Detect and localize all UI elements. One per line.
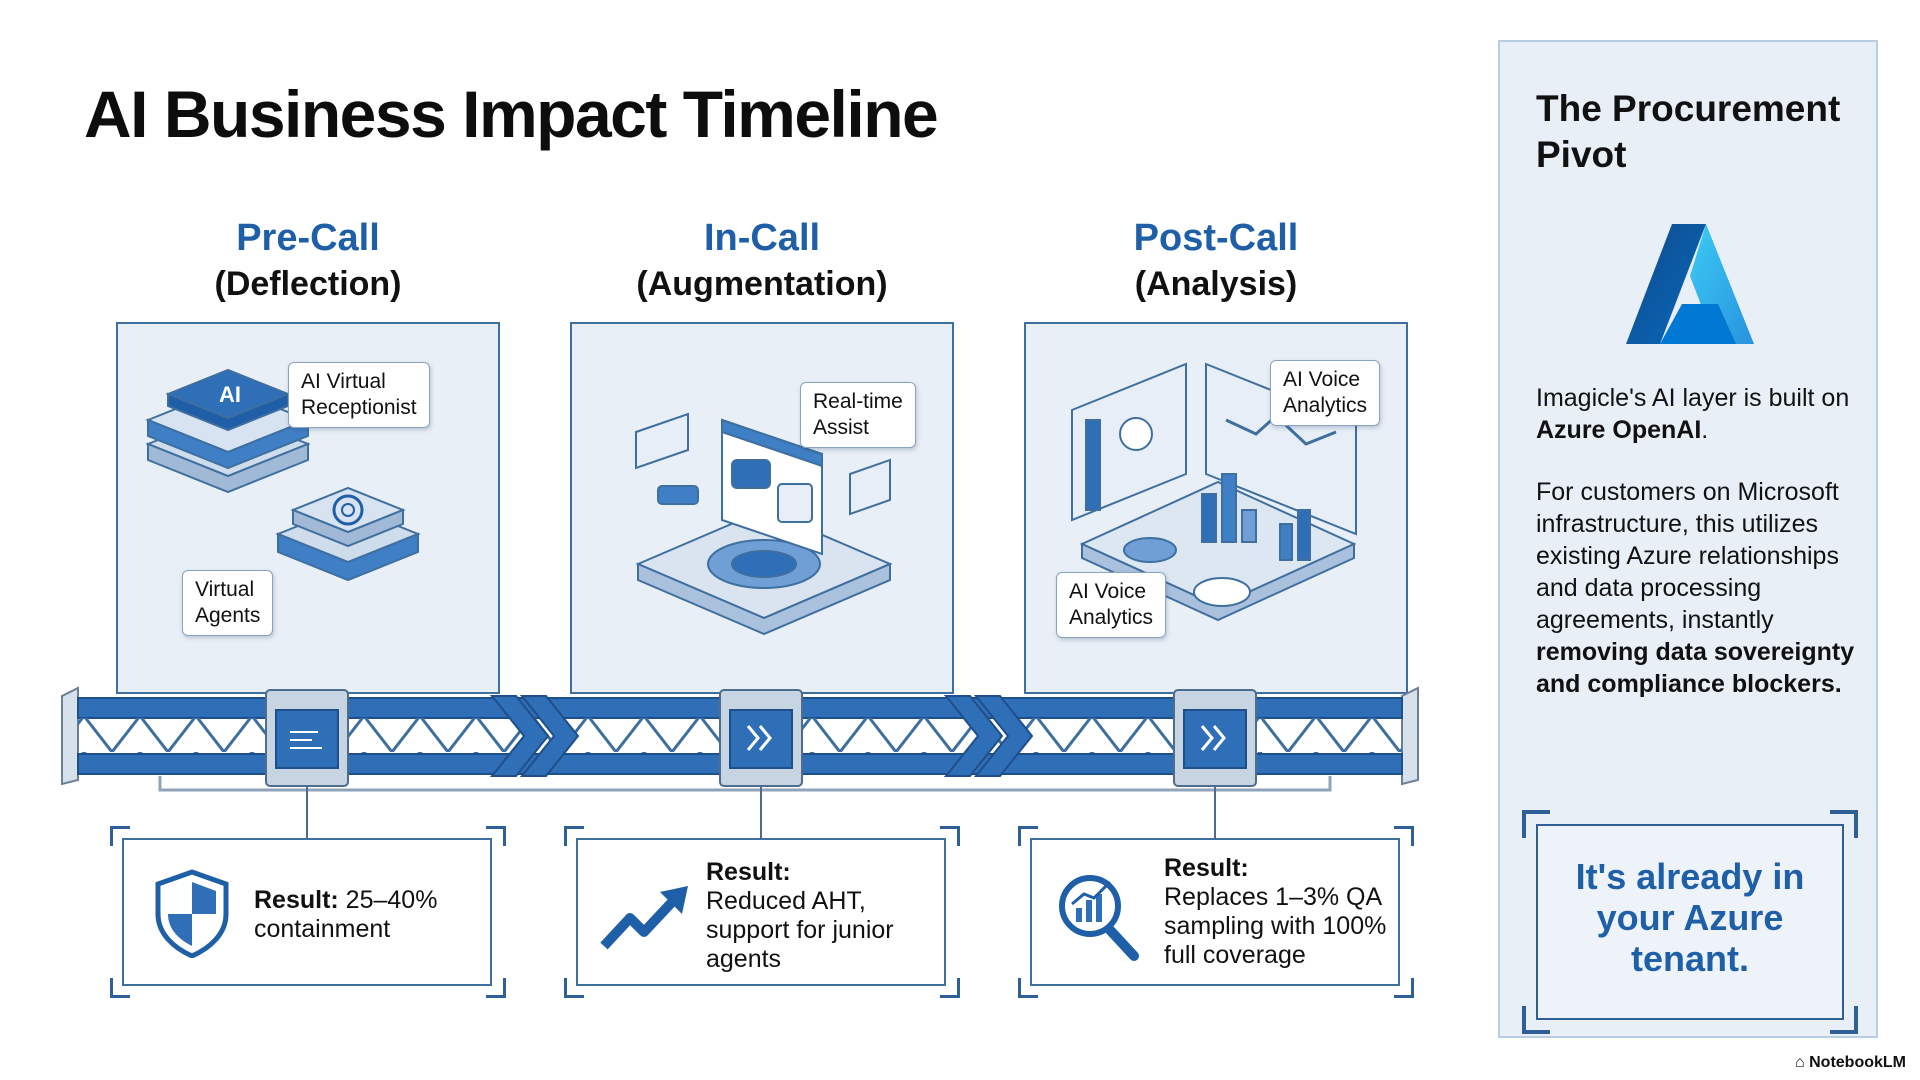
- connector-line: [306, 796, 308, 840]
- corner-bracket: [1394, 826, 1414, 846]
- trend-up-icon: [600, 886, 688, 950]
- phase-name: Pre-Call: [236, 217, 380, 259]
- phase-subtitle: (Analysis): [1134, 265, 1298, 303]
- procurement-pivot-sidebar: The Procurement Pivot Imagicle's AI laye…: [1498, 40, 1878, 1038]
- corner-bracket: [1522, 1006, 1550, 1034]
- callout-virtual-agents: Virtual Agents: [182, 570, 274, 636]
- notebooklm-icon: ⌂: [1795, 1054, 1810, 1071]
- server-stack-illustration: AI: [145, 368, 421, 582]
- text-segment-bold: Azure OpenAI: [1536, 416, 1702, 444]
- brand-text: NotebookLM: [1809, 1054, 1906, 1071]
- pre-call-illustration-panel: AI AI Virtual Receptionist Virtual Agent…: [116, 322, 500, 694]
- corner-bracket: [1830, 1006, 1858, 1034]
- node-post-call: [1173, 689, 1257, 787]
- callout-ai-virtual-receptionist: AI Virtual Receptionist: [288, 362, 430, 428]
- sidebar-paragraph-1: Imagicle's AI layer is built on Azure Op…: [1536, 382, 1866, 446]
- corner-bracket: [486, 826, 506, 846]
- result-label: Result:: [1164, 854, 1249, 882]
- result-card-pre-call: Result: 25–40% containment: [122, 838, 492, 986]
- phase-name: In-Call: [703, 217, 821, 259]
- corner-bracket: [110, 978, 130, 998]
- node-pre-call: [265, 689, 349, 787]
- connector-line: [760, 796, 762, 840]
- callout-ai-voice-analytics-bottom: AI Voice Analytics: [1056, 572, 1167, 638]
- result-card-in-call: Result:Reduced AHT, support for junior a…: [576, 838, 946, 986]
- notebooklm-watermark: ⌂ NotebookLM: [1795, 1054, 1906, 1072]
- svg-text:AI: AI: [219, 382, 241, 407]
- corner-bracket: [1018, 978, 1038, 998]
- corner-bracket: [564, 826, 584, 846]
- post-call-illustration-panel: AI Voice Analytics AI Voice Analytics: [1024, 322, 1408, 694]
- sidebar-paragraph-2: For customers on Microsoft infrastructur…: [1536, 476, 1866, 700]
- result-text: Result:Replaces 1–3% QA sampling with 10…: [1164, 854, 1396, 970]
- corner-bracket: [1394, 978, 1414, 998]
- corner-bracket: [940, 978, 960, 998]
- phase-header-in-call: In-Call (Augmentation): [552, 216, 972, 306]
- corner-bracket: [564, 978, 584, 998]
- text-segment: Imagicle's AI layer is built on: [1536, 384, 1850, 412]
- callout-ai-voice-analytics-top: AI Voice Analytics: [1270, 360, 1381, 426]
- corner-bracket: [940, 826, 960, 846]
- realtime-assist-illustration: [635, 412, 893, 636]
- chevron-arrow-icon: [489, 695, 1034, 777]
- result-label: Result:: [706, 858, 791, 886]
- azure-logo: [1626, 224, 1754, 344]
- result-value: Reduced AHT, support for junior agents: [706, 887, 894, 973]
- result-text: Result:Reduced AHT, support for junior a…: [706, 858, 936, 974]
- phase-subtitle: (Deflection): [214, 265, 402, 303]
- text-segment-bold: removing data sovereignty and compliance…: [1536, 638, 1855, 698]
- timeline-rail: [61, 686, 1419, 800]
- phase-name: Post-Call: [1133, 217, 1299, 259]
- text-segment: For customers on Microsoft infrastructur…: [1536, 478, 1839, 634]
- callout-real-time-assist: Real-time Assist: [800, 382, 916, 448]
- sidebar-title: The Procurement Pivot: [1536, 88, 1841, 175]
- result-label: Result:: [254, 886, 339, 914]
- corner-bracket: [1830, 810, 1858, 838]
- azure-tenant-text: It's already in your Azure tenant.: [1575, 856, 1805, 979]
- corner-bracket: [486, 978, 506, 998]
- connector-line: [1214, 796, 1216, 840]
- corner-bracket: [110, 826, 130, 846]
- text-segment: .: [1701, 416, 1709, 444]
- phase-subtitle: (Augmentation): [636, 265, 888, 303]
- shield-icon: [155, 869, 229, 958]
- azure-tenant-callout: It's already in your Azure tenant.: [1536, 824, 1844, 1020]
- magnifier-chart-icon: [1059, 875, 1139, 961]
- corner-bracket: [1018, 826, 1038, 846]
- corner-bracket: [1522, 810, 1550, 838]
- in-call-illustration-panel: Real-time Assist: [570, 322, 954, 694]
- result-value: 25–40% containment: [254, 886, 438, 943]
- result-card-post-call: Result:Replaces 1–3% QA sampling with 10…: [1030, 838, 1400, 986]
- result-value: Replaces 1–3% QA sampling with 100% full…: [1164, 883, 1387, 969]
- page-title: AI Business Impact Timeline: [84, 77, 939, 151]
- phase-header-pre-call: Pre-Call (Deflection): [98, 216, 518, 306]
- node-in-call: [719, 689, 803, 787]
- result-text: Result: 25–40% containment: [254, 886, 474, 944]
- phase-header-post-call: Post-Call (Analysis): [1006, 216, 1426, 306]
